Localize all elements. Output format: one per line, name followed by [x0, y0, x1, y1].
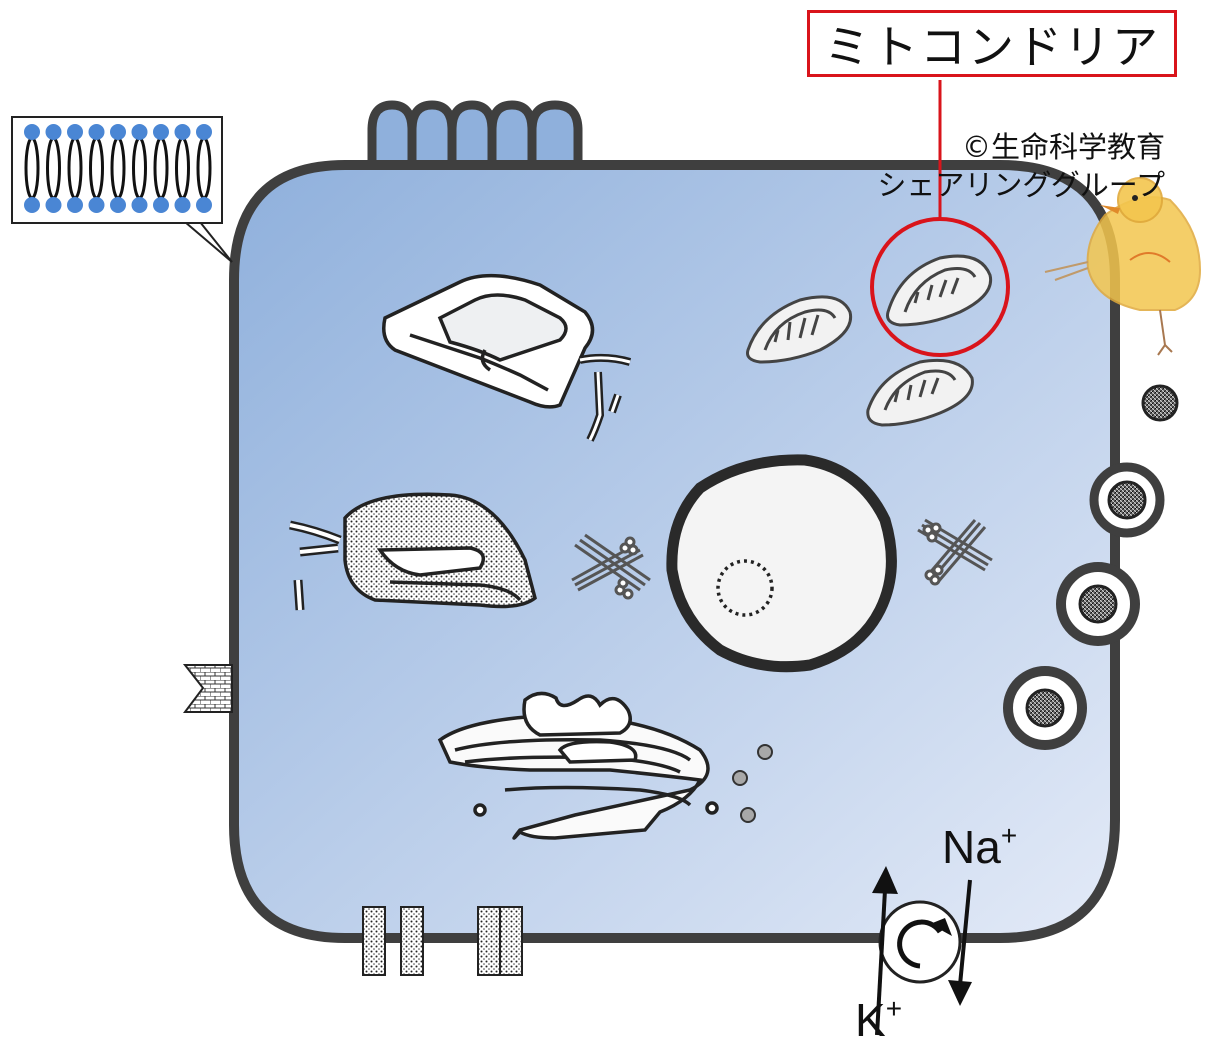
lipid-head	[88, 197, 105, 213]
lipid-head	[88, 124, 105, 140]
potassium-ion-label: K+	[855, 993, 902, 1047]
membrane-channels	[362, 906, 523, 976]
centriole-right	[917, 518, 993, 586]
lipid-head	[67, 124, 83, 140]
lipid-head	[110, 197, 126, 213]
potassium-charge: +	[885, 993, 903, 1024]
golgi-cisterna-top	[382, 274, 632, 442]
secretory-vesicles	[1003, 384, 1179, 750]
mitochondrion-left	[746, 295, 853, 364]
lipid-head	[174, 124, 191, 140]
rough-er	[289, 492, 537, 611]
lipid-head	[196, 197, 212, 213]
copyright-credit: ©生命科学教育 シェアリンググループ	[877, 128, 1165, 204]
sodium-ion-label: Na+	[942, 820, 1017, 874]
lipid-head	[153, 124, 169, 140]
microvilli	[367, 100, 583, 168]
vesicles	[732, 744, 773, 823]
mitochondria-label: ミトコンドリア	[824, 19, 1160, 74]
lipid-head	[110, 124, 126, 140]
sodium-potassium-pump	[872, 866, 972, 1036]
nucleus	[666, 454, 897, 673]
credit-line-1: ©生命科学教育	[961, 130, 1165, 164]
membrane-receptor	[182, 664, 233, 713]
lipid-head	[153, 197, 169, 213]
mitochondrion-highlighted	[886, 254, 993, 327]
sodium-symbol: Na	[942, 821, 1001, 873]
phospholipid-bilayer-inset	[11, 116, 233, 263]
lipid-head	[131, 124, 148, 140]
sodium-charge: +	[1000, 820, 1018, 851]
chick-mascot-icon	[1044, 177, 1202, 356]
lipid-head	[67, 197, 83, 213]
credit-line-2: シェアリンググループ	[877, 168, 1165, 202]
lipid-head	[24, 124, 40, 140]
lipid-head	[174, 197, 191, 213]
lipid-head	[196, 124, 212, 140]
potassium-symbol: K	[855, 994, 886, 1046]
lipid-head	[131, 197, 148, 213]
centriole-left	[571, 533, 651, 600]
golgi-apparatus	[437, 691, 719, 840]
mitochondrion-bottom	[866, 358, 974, 427]
lipid-head	[45, 197, 62, 213]
lipid-head	[24, 197, 40, 213]
mitochondria-label-box: ミトコンドリア	[807, 10, 1177, 77]
lipid-head	[45, 124, 62, 140]
